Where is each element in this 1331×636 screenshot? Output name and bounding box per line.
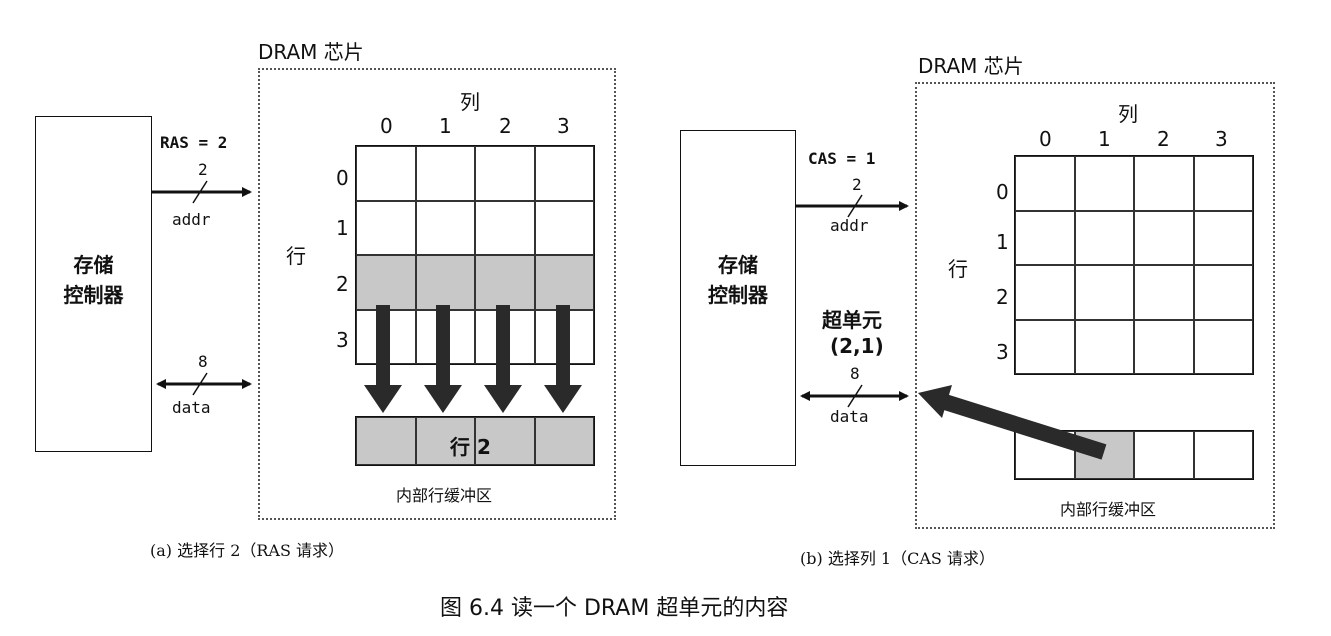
data-arrow-a	[156, 372, 252, 396]
dram-array-b	[1014, 155, 1254, 375]
dram-cell	[1193, 210, 1253, 265]
buffer-cell	[1134, 431, 1194, 479]
dram-cell	[1074, 319, 1134, 374]
dram-cell	[534, 200, 594, 255]
col-label-a-1: 1	[439, 114, 452, 138]
supercell-coord-b: (2,1)	[830, 334, 884, 358]
dram-cell	[1015, 210, 1075, 265]
row-label-b-1: 1	[996, 230, 1009, 254]
row-label-b-2: 2	[996, 285, 1009, 309]
supercell-output-arrow	[918, 385, 1107, 460]
row-label-a-0: 0	[336, 166, 349, 190]
dram-cell	[1193, 156, 1253, 211]
addr-label-a: addr	[172, 210, 211, 229]
buffer-label-a: 内部行缓冲区	[396, 486, 493, 505]
caption-a: (a) 选择行 2（RAS 请求）	[150, 541, 345, 560]
buffer-row-label-a: 行 2	[450, 435, 491, 459]
memory-controller-b	[680, 130, 796, 466]
row-label-b-0: 0	[996, 180, 1009, 204]
row-label-a-2: 2	[336, 272, 349, 296]
col-label-b-2: 2	[1157, 127, 1170, 151]
dram-cell	[356, 146, 416, 201]
controller-label-b: 存储 控制器	[708, 253, 768, 307]
row-label-a-3: 3	[336, 328, 349, 352]
addr-width-a: 2	[198, 160, 208, 179]
data-width-b: 8	[850, 364, 860, 383]
ras-signal: RAS = 2	[160, 133, 228, 152]
buffer-cell	[356, 417, 416, 465]
addr-arrow-a	[152, 180, 252, 204]
col-label-a-3: 3	[557, 114, 570, 138]
dram-cell	[415, 200, 475, 255]
data-label-a: data	[172, 398, 211, 417]
dram-cell	[1134, 265, 1194, 320]
dram-cell	[415, 146, 475, 201]
row-label-a-1: 1	[336, 216, 349, 240]
row-buffer-a	[355, 416, 595, 466]
dram-chip-b	[915, 82, 1275, 529]
row-transfer-arrows	[364, 305, 582, 413]
data-arrow-b	[800, 384, 909, 408]
supercell-label-b: 超单元	[822, 308, 882, 332]
row-label-b-3: 3	[996, 340, 1009, 364]
row-header-a: 行	[286, 244, 306, 268]
chip-label-b: DRAM 芯片	[918, 54, 1024, 78]
dram-cell	[1074, 210, 1134, 265]
col-label-a-0: 0	[380, 114, 393, 138]
dram-cell	[1074, 156, 1134, 211]
memory-controller-a	[35, 116, 152, 452]
col-label-a-2: 2	[499, 114, 512, 138]
dram-cell	[1015, 156, 1075, 211]
dram-cell	[1074, 265, 1134, 320]
col-label-b-3: 3	[1215, 127, 1228, 151]
buffer-cell	[475, 417, 535, 465]
dram-cell	[1134, 319, 1194, 374]
buffer-cell	[1193, 431, 1253, 479]
buffer-cell	[415, 417, 475, 465]
addr-arrow-b	[796, 194, 909, 218]
buffer-label-b: 内部行缓冲区	[1060, 500, 1157, 519]
dram-cell-selected	[415, 255, 475, 310]
figure-caption: 图 6.4 读一个 DRAM 超单元的内容	[440, 596, 789, 621]
chip-label-a: DRAM 芯片	[258, 40, 364, 64]
dram-cell	[1193, 265, 1253, 320]
caption-b: (b) 选择列 1（CAS 请求）	[800, 549, 995, 568]
dram-cell	[534, 146, 594, 201]
dram-cell	[1134, 156, 1194, 211]
row-header-b: 行	[948, 257, 968, 281]
col-label-b-0: 0	[1039, 127, 1052, 151]
buffer-cell	[534, 417, 594, 465]
dram-cell	[1134, 210, 1194, 265]
dram-cell	[1193, 319, 1253, 374]
col-header-a: 列	[460, 90, 480, 114]
dram-cell	[1015, 265, 1075, 320]
dram-chip-a	[258, 68, 616, 520]
dram-cell	[475, 200, 535, 255]
cas-signal: CAS = 1	[808, 149, 876, 168]
col-label-b-1: 1	[1098, 127, 1111, 151]
dram-cell	[356, 200, 416, 255]
addr-width-b: 2	[852, 175, 862, 194]
dram-cell	[475, 146, 535, 201]
dram-cell	[1015, 319, 1075, 374]
dram-cell-selected	[475, 255, 535, 310]
col-header-b: 列	[1118, 102, 1138, 126]
controller-label-a: 存储 控制器	[63, 253, 124, 307]
data-width-a: 8	[198, 352, 208, 371]
data-label-b: data	[830, 407, 869, 426]
addr-label-b: addr	[830, 216, 869, 235]
dram-array-a	[355, 145, 595, 365]
